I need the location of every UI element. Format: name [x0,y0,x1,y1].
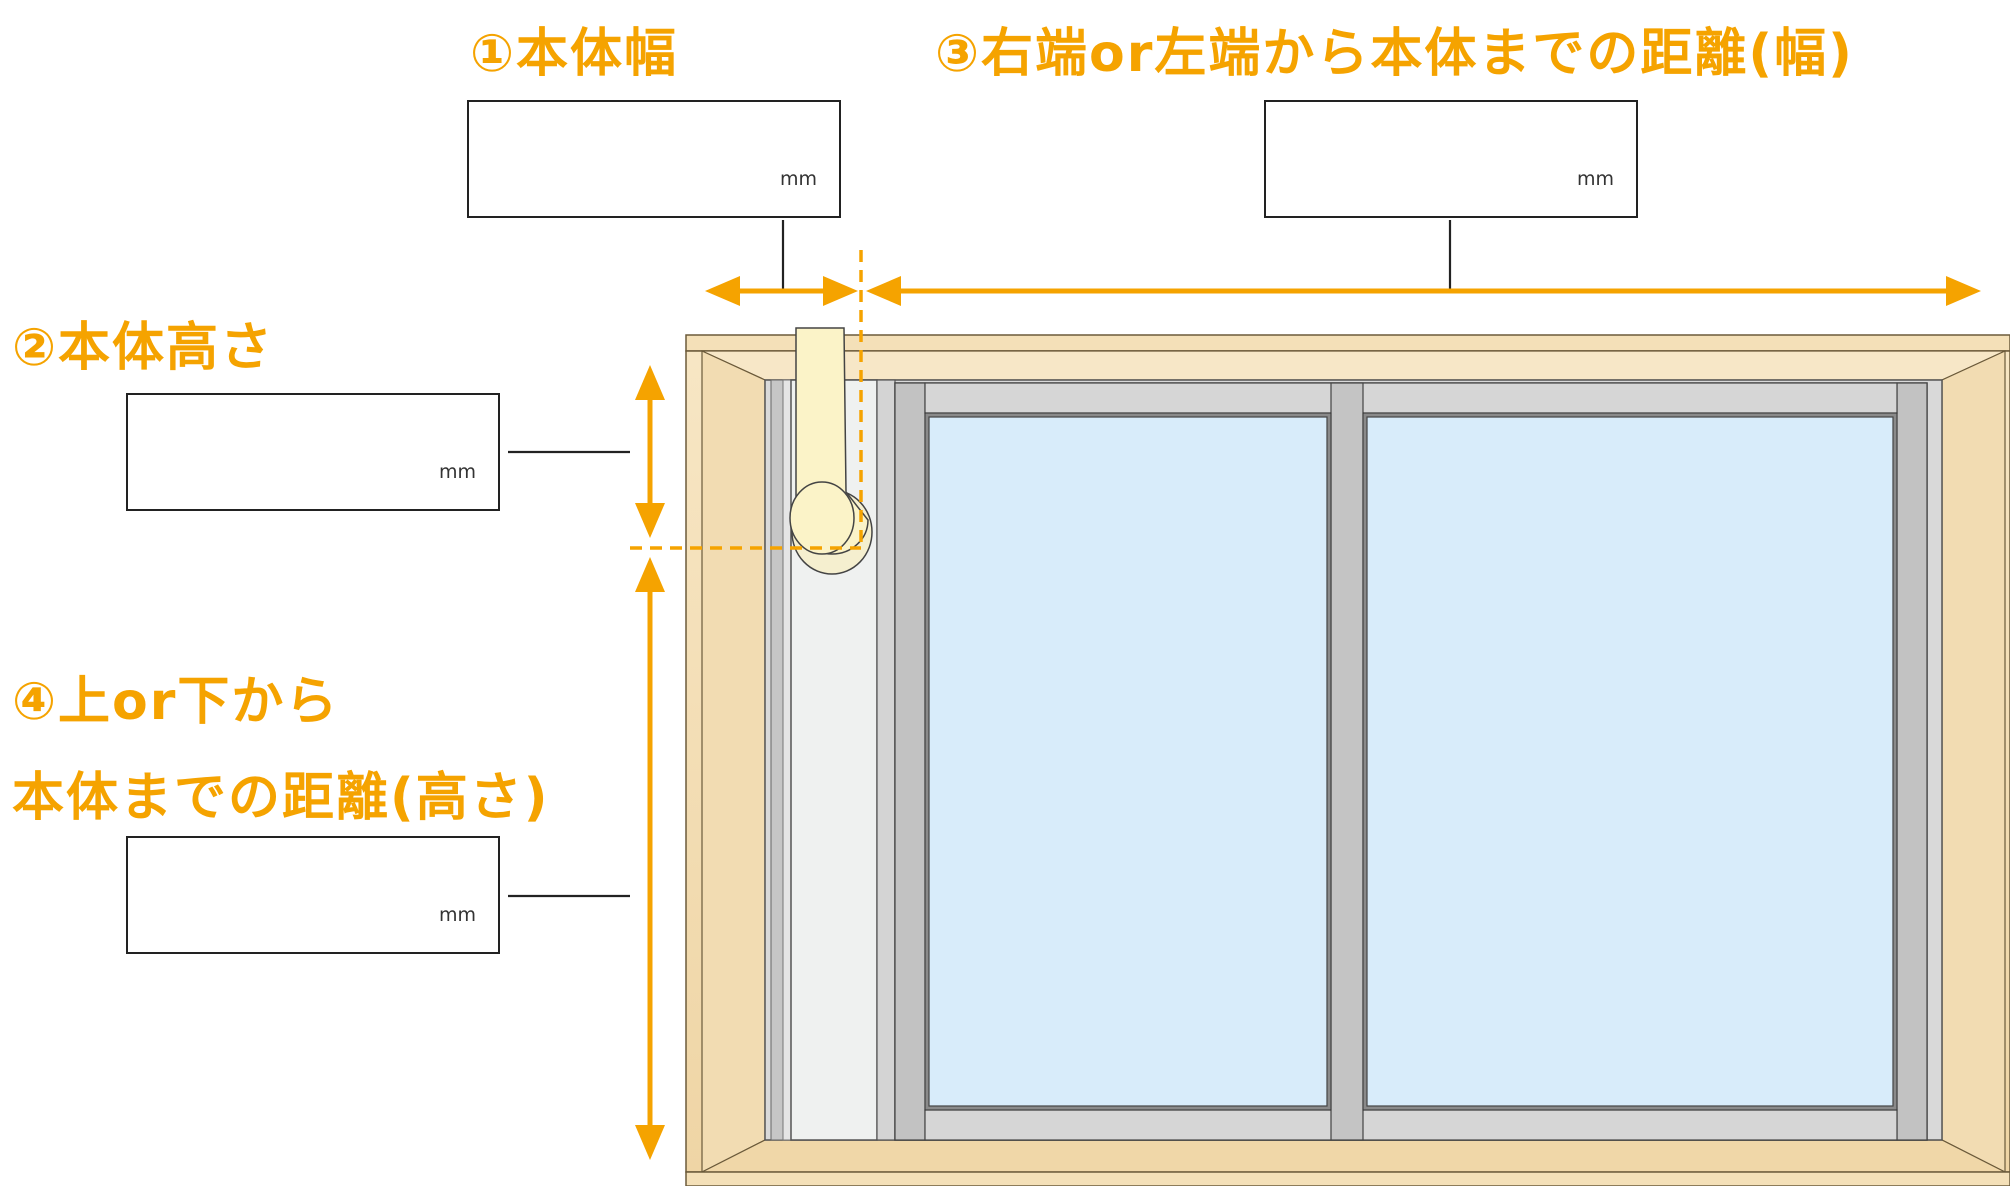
width-unit: mm [779,168,817,190]
label-vertical-distance-line2: 本体までの距離(高さ) [12,768,550,828]
sliding-sashes [894,382,1928,1141]
height-unit: mm [438,461,476,483]
label-body-height: ②本体高さ [12,318,275,378]
side-distance-unit: mm [1576,168,1614,190]
label-vertical-distance-line1: ④上or下から [12,672,340,732]
left-glass-pane [928,416,1328,1107]
connector-lines [508,220,1452,898]
label-body-width: ①本体幅 [470,24,679,84]
label-side-distance: ③右端or左端から本体までの距離(幅) [935,24,1854,84]
exhaust-hose [789,327,873,575]
vertical-distance-unit: mm [438,904,476,926]
width-input[interactable]: mm [467,100,841,218]
right-glass-pane [1366,416,1894,1107]
side-distance-input[interactable]: mm [1264,100,1638,218]
vertical-distance-input[interactable]: mm [126,836,500,954]
dimension-arrows [635,276,1981,1160]
guide-lines [630,250,863,550]
height-input[interactable]: mm [126,393,500,511]
